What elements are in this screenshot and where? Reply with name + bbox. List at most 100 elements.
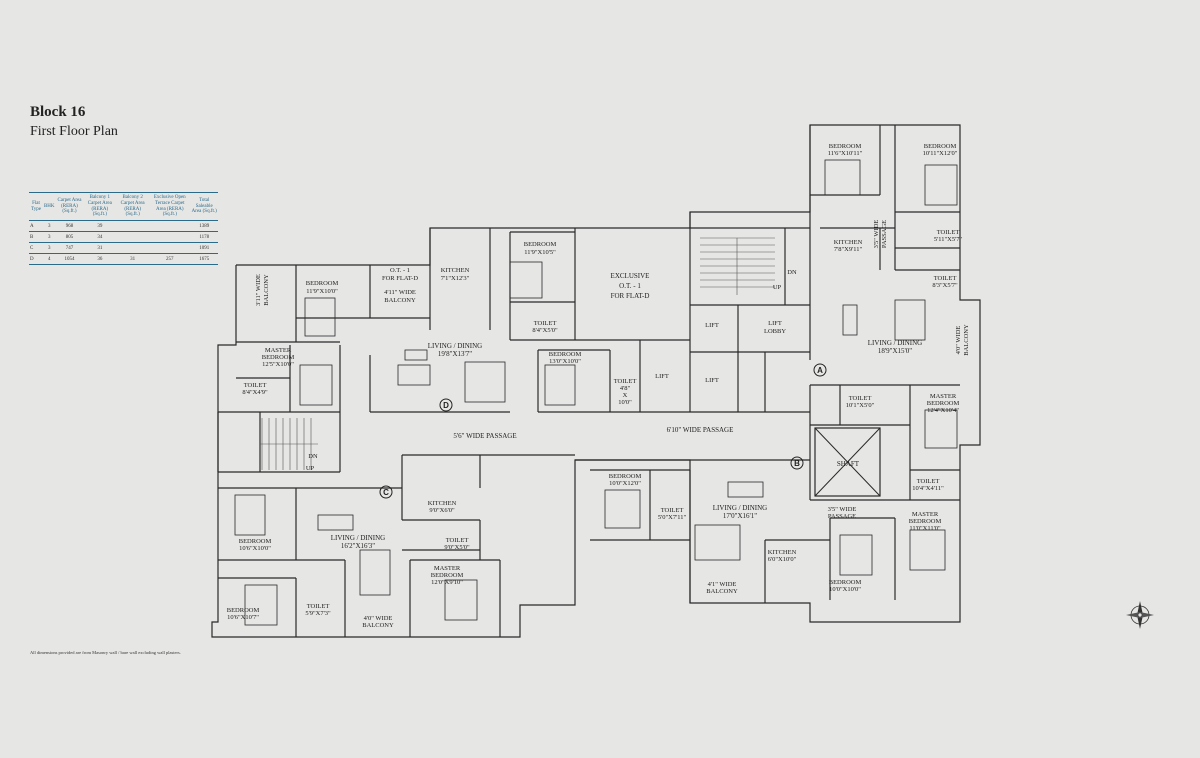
label-up-top: UP	[773, 284, 782, 291]
label-d-bedroom2-dim: 11'9"X10'5"	[524, 249, 556, 256]
label-d-toilet2-2: 4'8"	[620, 385, 631, 392]
table-cell	[116, 220, 150, 232]
label-c-toilet2: TOILET	[307, 603, 330, 610]
table-cell	[116, 231, 150, 243]
label-b-bedroom2-dim: 10'0"X10'0"	[829, 586, 861, 593]
header-balcony1: Balcony 1 Carpet Area (RERA) (Sq.ft.)	[83, 192, 117, 221]
label-d-toilet2: TOILET	[614, 378, 637, 385]
label-b-bedroom1: BEDROOM	[609, 473, 642, 480]
label-b-master: MASTER	[912, 511, 939, 518]
label-b-toilet2-dim: 5'0"X7'11"	[658, 514, 687, 521]
plan-subtitle: First Floor Plan	[30, 124, 118, 139]
svg-text:C: C	[383, 488, 389, 497]
label-c-bedroom1-dim: 10'6"X10'0"	[239, 545, 271, 552]
label-b-toilet2: TOILET	[661, 507, 684, 514]
flat-marker-b: B	[790, 456, 804, 470]
label-a-bedroom1: BEDROOM	[829, 143, 862, 150]
label-d-toilet2-3: X	[623, 392, 628, 399]
flat-marker-d: D	[439, 398, 453, 412]
label-d-master: MASTER	[265, 347, 292, 354]
shaft	[814, 427, 881, 497]
table-cell: B	[29, 231, 43, 243]
flat-markers: A B C D	[379, 363, 827, 499]
label-lift-2: LIFT	[655, 373, 669, 380]
table-cell: 747	[55, 242, 84, 254]
label-passage-610: 6'10" WIDE PASSAGE	[667, 426, 734, 434]
svg-text:D: D	[443, 401, 449, 410]
table-cell: A	[29, 220, 43, 232]
table-cell: 968	[55, 220, 84, 232]
label-dn-left: DN	[308, 453, 318, 460]
area-table: Flat Type BHK Carpet Area (RERA) (Sq.ft.…	[29, 192, 218, 265]
table-cell: C	[29, 242, 43, 254]
label-a-master-2: BEDROOM	[927, 400, 960, 407]
label-d-master-dim: 12'5"X10'0"	[262, 361, 294, 368]
table-cell: 3	[42, 242, 56, 254]
label-b-balcony-2: BALCONY	[706, 588, 738, 595]
label-b-kitchen: KITCHEN	[768, 549, 797, 556]
table-cell: 805	[55, 231, 84, 243]
label-d-toilet2-4: 10'0"	[618, 399, 632, 406]
label-b-passage: 3'5" WIDE	[828, 506, 857, 513]
label-c-toilet2-dim: 5'9"X7'3"	[305, 610, 331, 617]
label-b-passage-2: PASSAGE	[828, 513, 856, 520]
table-cell: 1178	[190, 231, 218, 243]
label-d-toilet3: TOILET	[244, 382, 267, 389]
walls	[211, 124, 981, 638]
label-d-living: LIVING / DINING	[428, 342, 482, 350]
label-d-bedroom1: BEDROOM	[306, 280, 339, 287]
label-a-kitchen-dim: 7'8"X9'11"	[834, 246, 863, 253]
label-a-toilet1: TOILET	[937, 229, 960, 236]
table-cell: 31	[83, 242, 117, 254]
label-b-living-dim: 17'0"X16'1"	[723, 512, 757, 520]
label-c-master: MASTER	[434, 565, 461, 572]
stair-top	[700, 237, 775, 295]
label-b-toilet-dim: 10'4"X4'11"	[912, 485, 944, 492]
label-shaft: SHAFT	[837, 460, 860, 468]
table-row: C 3 747 31 1091	[29, 242, 218, 254]
label-c-bedroom1: BEDROOM	[239, 538, 272, 545]
label-d-kitchen-dim: 7'1"X12'3"	[441, 275, 470, 282]
header-balcony2: Balcony 2 Carpet Area (RERA) (Sq.ft.)	[116, 192, 150, 221]
label-lift-1: LIFT	[705, 322, 719, 329]
label-lift-3: LIFT	[705, 377, 719, 384]
label-d-kitchen: KITCHEN	[441, 267, 470, 274]
label-c-toilet1: TOILET	[446, 537, 469, 544]
label-b-master-2: BEDROOM	[909, 518, 942, 525]
label-exclusive-2: O.T. - 1	[619, 282, 641, 290]
furniture	[234, 159, 958, 626]
table-cell: 1091	[190, 242, 218, 254]
label-up-left: UP	[306, 465, 315, 472]
label-b-bedroom1-dim: 10'0"X12'0"	[609, 480, 641, 487]
table-cell: D	[29, 253, 43, 265]
label-b-master-dim: 11'0"X11'0"	[909, 525, 941, 532]
table-row: D 4 1054 36 31 257 1675	[29, 253, 218, 265]
table-cell: 1389	[190, 220, 218, 232]
table-row: B 3 805 34 1178	[29, 231, 218, 243]
area-table-header: Flat Type BHK Carpet Area (RERA) (Sq.ft.…	[29, 192, 218, 221]
label-b-balcony: 4'1" WIDE	[708, 581, 737, 588]
table-cell: 4	[42, 253, 56, 265]
label-d-bedroom1-dim: 11'9"X10'0"	[306, 288, 338, 295]
label-exclusive-3: FOR FLAT-D	[611, 292, 650, 300]
label-d-balcony-2: BALCONY	[384, 297, 416, 304]
label-lift-lobby-2: LOBBY	[764, 328, 786, 335]
label-c-living: LIVING / DINING	[331, 534, 385, 542]
svg-text:A: A	[817, 366, 823, 375]
table-cell	[149, 220, 191, 232]
header-carpet-area: Carpet Area (RERA) (Sq.ft.)	[55, 192, 84, 221]
label-d-bedroom3: BEDROOM	[549, 351, 582, 358]
label-b-kitchen-dim: 6'0"X10'0"	[768, 556, 797, 563]
label-a-living-dim: 18'9"X15'0"	[878, 347, 912, 355]
table-cell: 1054	[55, 253, 84, 265]
label-d-toilet1-dim: 8'4"X5'0"	[532, 327, 558, 334]
label-a-toilet2: TOILET	[934, 275, 957, 282]
label-c-master-2: BEDROOM	[431, 572, 464, 579]
label-d-balcony-side-2: BALCONY	[263, 274, 270, 306]
label-a-toilet3-dim: 10'1"X5'0"	[846, 402, 875, 409]
label-b-living: LIVING / DINING	[713, 504, 767, 512]
label-passage-566: 5'6" WIDE PASSAGE	[453, 432, 516, 440]
label-a-toilet2-dim: 8'3"X5'7"	[932, 282, 958, 289]
label-d-ot-2: FOR FLAT-D	[382, 275, 418, 282]
header-open-terrace: Exclusive Open Terrace Carpet Area (RERA…	[149, 192, 191, 221]
